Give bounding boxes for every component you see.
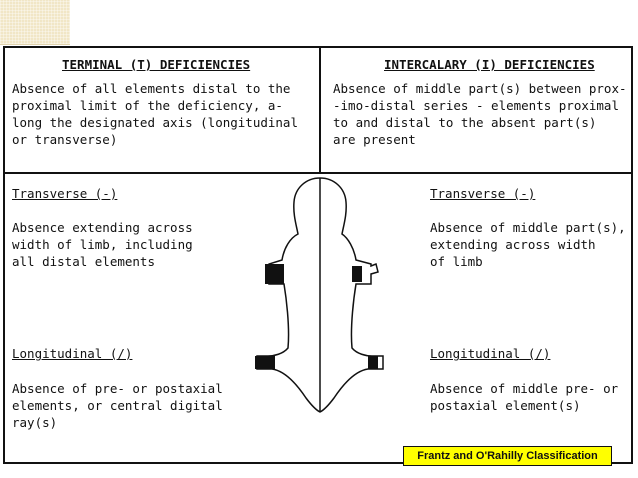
intercalary-transverse-title: Transverse (-) (430, 186, 536, 201)
intercalary-heading: INTERCALARY (I) DEFICIENCIES (384, 57, 595, 72)
terminal-longitudinal-text: Absence of pre- or postaxial elements, o… (12, 381, 223, 430)
figure-caption: Frantz and O'Rahilly Classification (403, 446, 612, 466)
header-row-divider (3, 172, 633, 174)
intercalary-longitudinal-title: Longitudinal (/) (430, 346, 551, 361)
right-lower-limb-deficiency (368, 356, 378, 369)
classification-table (3, 46, 633, 464)
intercalary-transverse-text: Absence of middle part(s), extending acr… (430, 220, 626, 269)
terminal-description: Absence of all elements distal to the pr… (12, 81, 298, 147)
terminal-transverse-text: Absence extending across width of limb, … (12, 220, 193, 269)
terminal-longitudinal-title: Longitudinal (/) (12, 346, 133, 361)
left-lower-limb-deficiency (255, 356, 275, 369)
terminal-transverse-title: Transverse (-) (12, 186, 118, 201)
terminal-heading: TERMINAL (T) DEFICIENCIES (62, 57, 251, 72)
intercalary-longitudinal-text: Absence of middle pre- or postaxial elem… (430, 381, 619, 413)
header-column-divider (319, 46, 321, 174)
left-upper-limb-deficiency (265, 264, 284, 284)
intercalary-description: Absence of middle part(s) between prox- … (333, 81, 627, 147)
right-upper-limb-deficiency (352, 266, 362, 282)
body-outline-figure (255, 177, 384, 413)
corner-divider (0, 44, 70, 45)
corner-decoration (0, 0, 70, 44)
